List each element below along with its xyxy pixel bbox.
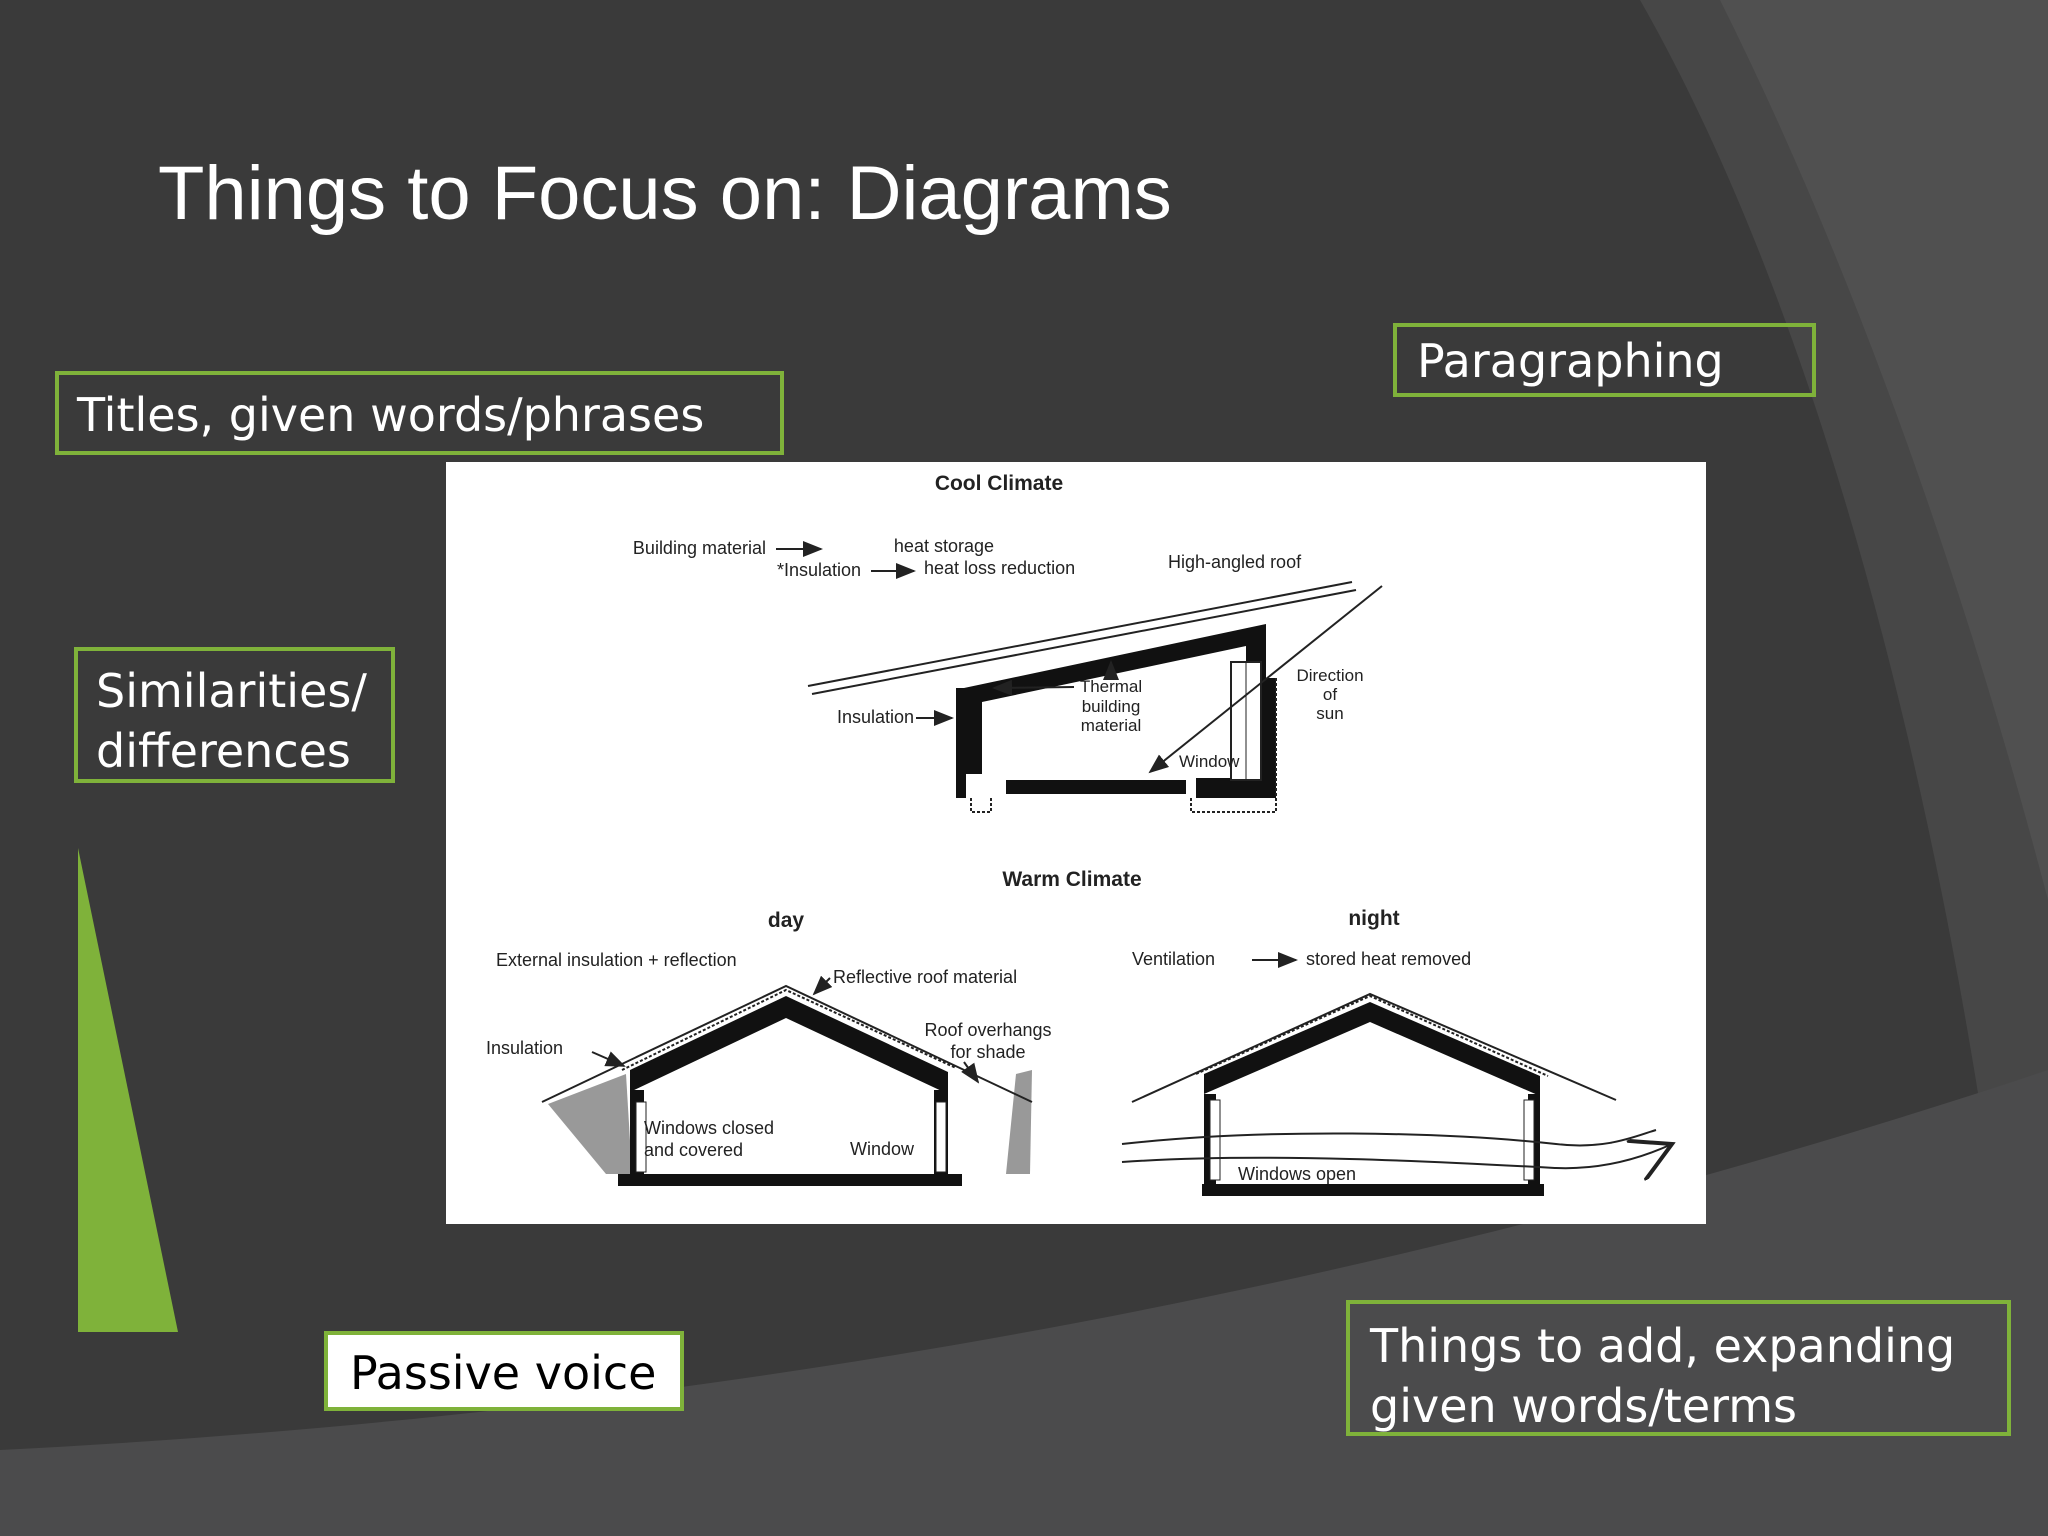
label-insulation-star: *Insulation [777, 560, 861, 580]
label-building-material: Building material [633, 538, 766, 558]
slide-title: Things to Focus on: Diagrams [158, 151, 1172, 236]
arrow-reflective-roof [812, 975, 833, 996]
callout-paragraphing-text: Paragraphing [1417, 334, 1724, 388]
label-heat-loss: heat loss reduction [924, 558, 1075, 578]
warm-day-heading: day [768, 909, 805, 932]
label-windows-closed-2: and covered [644, 1140, 743, 1160]
callout-paragraphing: Paragraphing [1393, 323, 1816, 397]
callout-titles-text: Titles, given words/phrases [77, 388, 705, 442]
warm-night-house [1121, 992, 1672, 1196]
arrow-sun-direction [1148, 585, 1383, 774]
label-day-insulation: Insulation [486, 1038, 563, 1058]
climate-diagram-svg: Cool Climate Building material heat stor… [486, 472, 1706, 1196]
label-thermal-2: building [1082, 697, 1141, 716]
callout-titles: Titles, given words/phrases [55, 371, 784, 455]
warm-day-house [541, 984, 1033, 1186]
green-triangle-decoration [78, 848, 178, 1332]
warm-night-heading: night [1348, 907, 1399, 930]
cool-climate-house [807, 581, 1357, 813]
arrow-day-insulation [591, 1051, 626, 1067]
label-reflective-roof: Reflective roof material [833, 967, 1017, 987]
label-overhang-2: for shade [950, 1042, 1025, 1062]
label-warm-window: Window [850, 1139, 915, 1159]
arrow-thermal-material [992, 679, 1075, 696]
label-windows-closed-1: Windows closed [644, 1118, 774, 1138]
label-external-insulation: External insulation + reflection [496, 950, 737, 970]
label-thermal-1: Thermal [1080, 677, 1142, 696]
label-direction-2: of [1323, 685, 1337, 704]
climate-diagram: Cool Climate Building material heat stor… [446, 462, 1706, 1224]
callout-similarities-line1: Similarities/ [96, 664, 367, 718]
label-windows-open: Windows open [1238, 1164, 1356, 1184]
warm-climate-heading: Warm Climate [1002, 868, 1141, 891]
label-high-angled-roof: High-angled roof [1168, 552, 1302, 572]
label-thermal-3: material [1081, 716, 1141, 735]
callout-things-to-add-line2: given words/terms [1370, 1379, 1798, 1433]
label-stored-heat: stored heat removed [1306, 949, 1471, 969]
cool-climate-heading: Cool Climate [935, 472, 1063, 495]
label-cool-window: Window [1179, 752, 1240, 771]
callout-passive-voice: Passive voice [324, 1331, 684, 1411]
label-direction-3: sun [1316, 704, 1343, 723]
label-heat-storage: heat storage [894, 536, 994, 556]
callout-things-to-add-line1: Things to add, expanding [1370, 1319, 1956, 1373]
label-direction-1: Direction [1296, 666, 1363, 685]
callout-passive-voice-text: Passive voice [350, 1346, 657, 1400]
label-overhang-1: Roof overhangs [924, 1020, 1051, 1040]
label-cool-insulation: Insulation [837, 707, 914, 727]
callout-things-to-add: Things to add, expanding given words/ter… [1346, 1300, 2011, 1436]
callout-similarities-line2: differences [96, 724, 351, 778]
label-ventilation: Ventilation [1132, 949, 1215, 969]
arrow-overhang [961, 1061, 980, 1084]
callout-similarities: Similarities/ differences [74, 647, 395, 783]
